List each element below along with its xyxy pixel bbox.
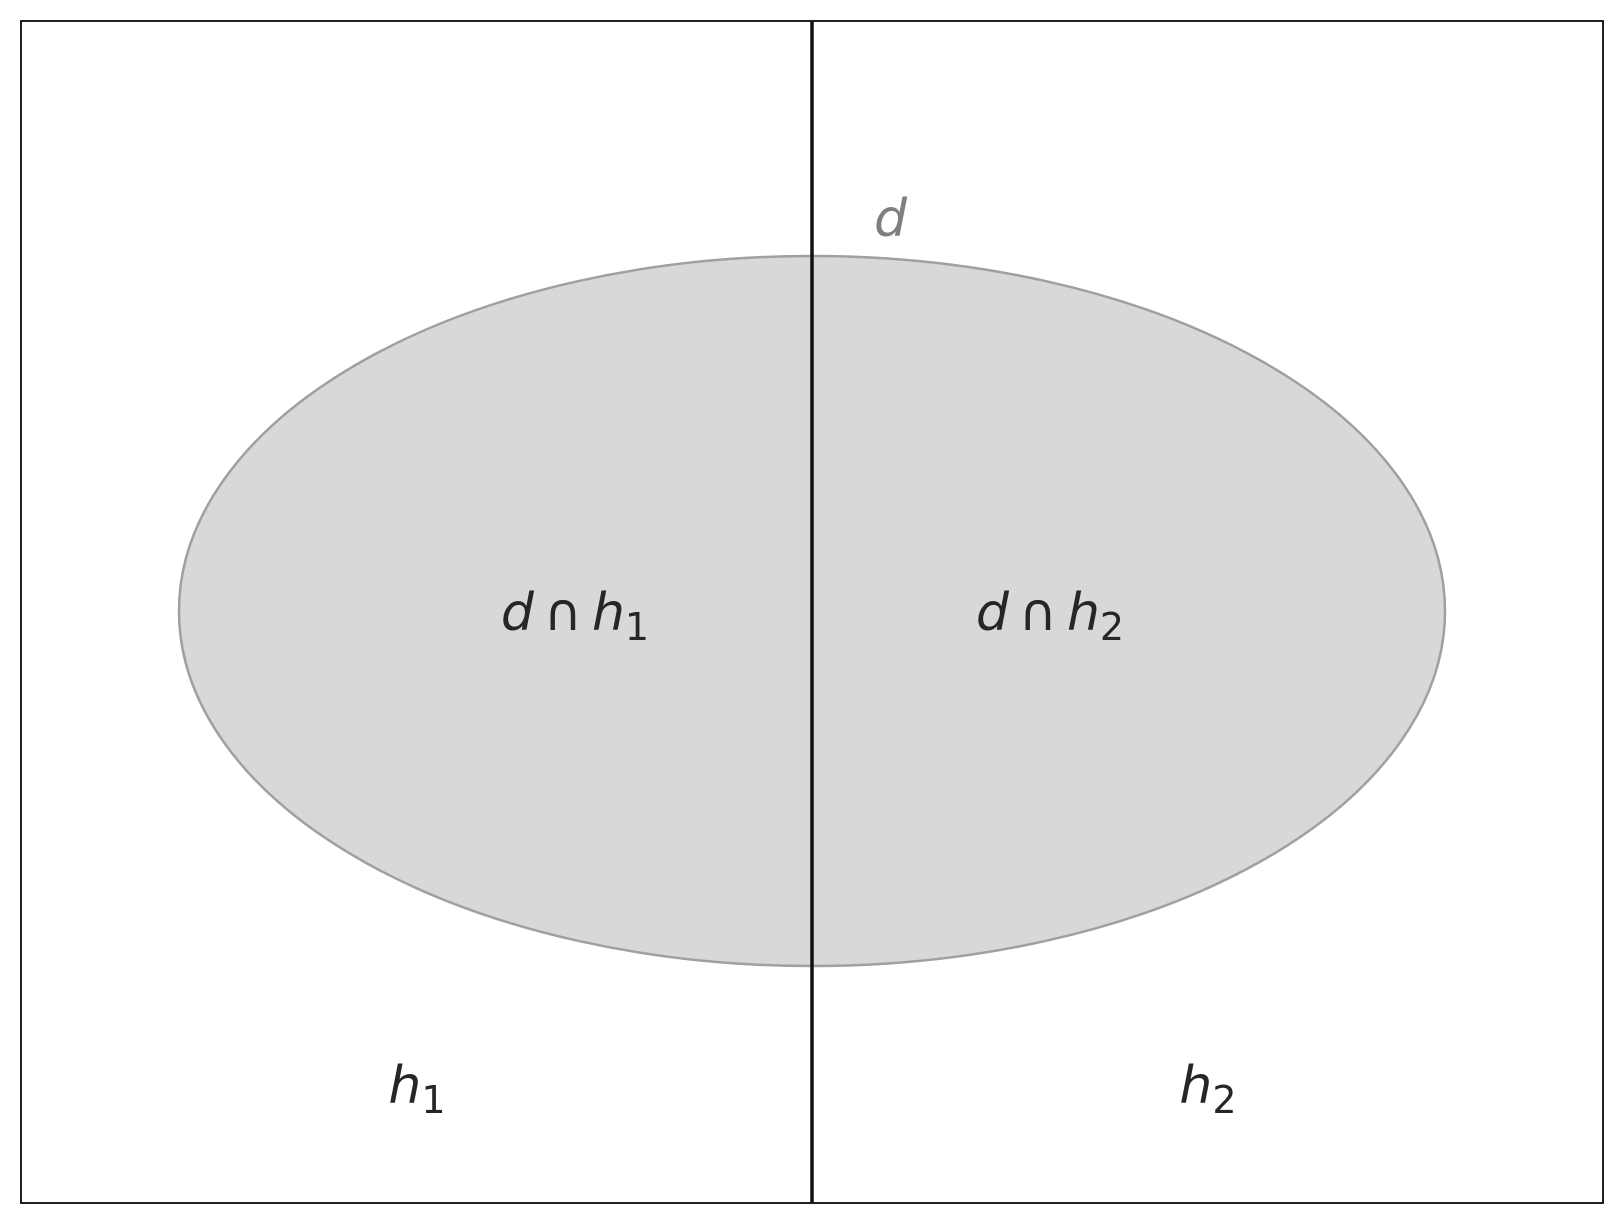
- partition-label-h1: h1: [388, 1056, 445, 1122]
- region-label-d-cap-h1: d∩h1: [501, 583, 649, 649]
- partition-label-h2: h2: [1179, 1056, 1236, 1122]
- partition-1-subscript: 1: [421, 1078, 445, 1122]
- region-2-operator: ∩: [1019, 583, 1057, 643]
- region-1-operator: ∩: [544, 583, 582, 643]
- region-2-base: d: [976, 583, 1010, 643]
- partition-2-var: h: [1179, 1056, 1212, 1116]
- partition-1-var: h: [388, 1056, 421, 1116]
- region-1-base: d: [501, 583, 535, 643]
- partition-2-subscript: 2: [1212, 1078, 1236, 1122]
- region-2-var: h: [1067, 583, 1100, 643]
- region-label-d-cap-h2: d∩h2: [976, 583, 1124, 649]
- region-1-var: h: [592, 583, 625, 643]
- set-label-d: d: [874, 189, 908, 249]
- region-1-subscript: 1: [625, 605, 649, 649]
- region-2-subscript: 2: [1100, 605, 1124, 649]
